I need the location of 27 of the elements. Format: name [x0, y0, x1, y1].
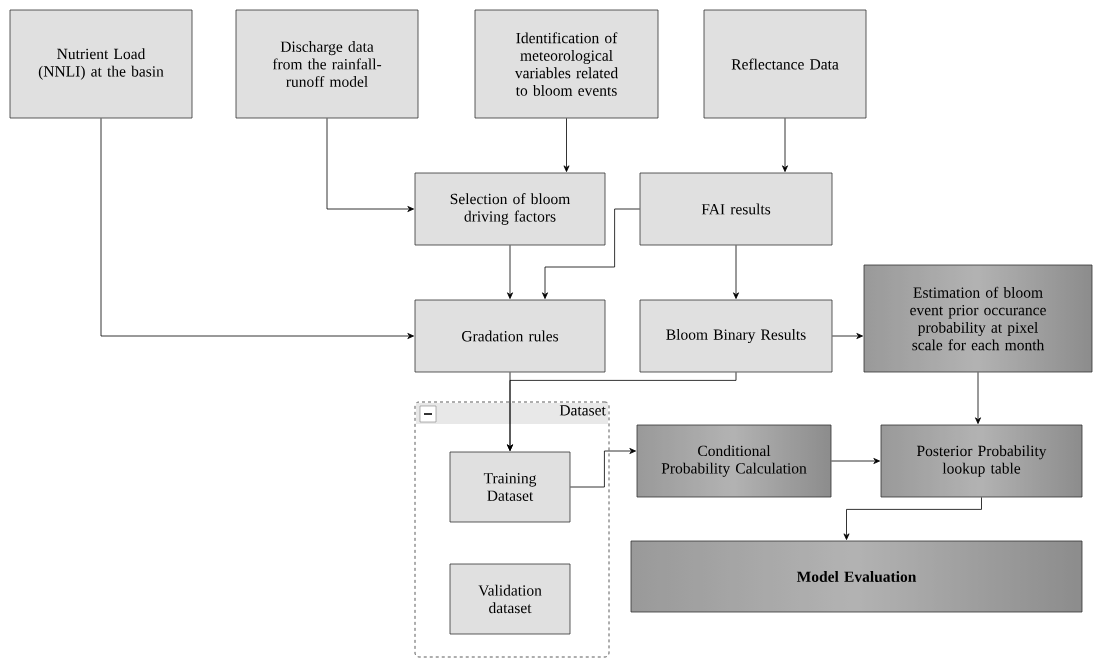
arrow — [100, 118, 414, 339]
process-box: Discharge data from the rainfall-runoff model — [235, 9, 419, 119]
process-box: Training Dataset — [449, 451, 571, 523]
process-box: Model Evaluation — [630, 540, 1083, 613]
arrow — [832, 333, 863, 339]
arrow — [542, 208, 640, 299]
arrow — [507, 245, 513, 299]
process-box: Reflectance Data — [703, 9, 867, 119]
process-box: Validation dataset — [449, 563, 571, 635]
process-box: FAI results — [639, 172, 833, 246]
arrow — [326, 118, 414, 212]
arrow — [831, 458, 880, 464]
arrow — [782, 118, 788, 172]
arrow — [975, 372, 981, 424]
process-box: Bloom Binary Results — [639, 299, 833, 373]
process-box: Nutrient Load (NNLI) at the basin — [9, 9, 193, 119]
arrow — [563, 118, 570, 172]
process-box: Conditional Probability Calculation — [636, 424, 832, 498]
process-box: Posterior Probability lookup table — [880, 424, 1083, 498]
arrow — [843, 497, 982, 540]
process-box: Selection of bloom driving factors — [414, 172, 606, 246]
process-box: Identification of meteorological variables related to bloom events — [474, 9, 659, 119]
arrow — [507, 372, 513, 451]
process-box: Gradation rules — [414, 299, 606, 373]
arrow — [733, 245, 739, 299]
arrow — [570, 448, 636, 488]
process-box: Estimation of bloom event prior occurance probability at pixel scale for each month — [863, 264, 1093, 373]
